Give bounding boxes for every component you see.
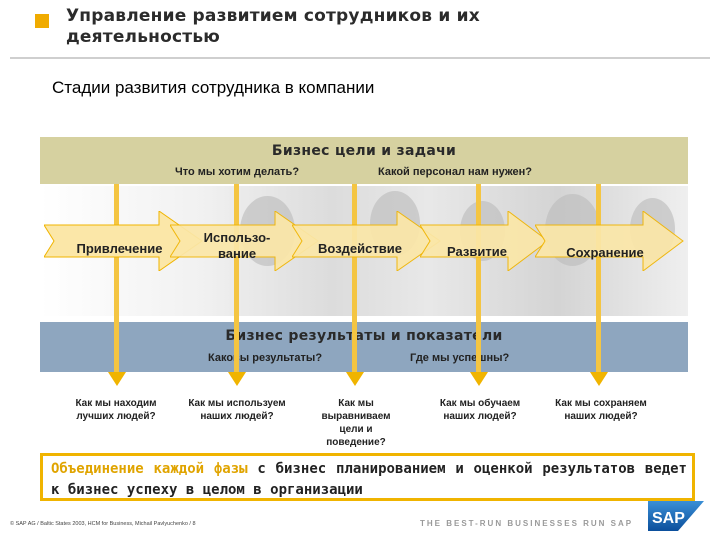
header: Управление развитием сотрудников и их де… (0, 0, 720, 56)
stage-arrow-usage (170, 211, 320, 271)
stage-question-usage: Как мы используем наших людей? (188, 398, 286, 422)
stage-question-attraction: Как мы находим лучших людей? (75, 398, 157, 422)
stage-label-usage: Использо- вание (203, 230, 271, 261)
business-results-band: Бизнес результаты и показатели Каковы ре… (40, 322, 688, 372)
stage-arrow-retention (535, 211, 685, 271)
slide-title: Управление развитием сотрудников и их де… (66, 6, 480, 47)
stage-question-development: Как мы обучаем наших людей? (439, 398, 521, 422)
stage-label-development: Развитие (447, 244, 507, 259)
stage-question-retention: Как мы сохраняем наших людей? (555, 398, 647, 422)
goals-band-title: Бизнес цели и задачи (271, 143, 457, 159)
business-goals-band: Бизнес цели и задачи Что мы хотим делать… (40, 137, 688, 184)
results-question-results: Каковы результаты? (208, 352, 323, 364)
conclusion-box: Объединение каждой фазы с бизнес планиро… (40, 453, 695, 501)
stage-label-retention: Сохранение (566, 245, 644, 260)
arrow-down-icon (590, 372, 608, 386)
stage-connector-bar (352, 184, 357, 372)
header-divider (10, 57, 710, 59)
footer-copyright: © SAP AG / Baltic States 2003, HCM for B… (10, 521, 196, 527)
stage-connector-bar (114, 184, 119, 372)
stage-arrow-development (420, 211, 550, 271)
sap-logo: SAP (648, 501, 704, 531)
stage-arrow-impact (292, 211, 442, 271)
arrow-down-icon (108, 372, 126, 386)
header-bullet-square (35, 14, 49, 28)
arrow-down-icon (346, 372, 364, 386)
conclusion-highlight: Объединение каждой фазы (51, 461, 248, 477)
results-band-title: Бизнес результаты и показатели (225, 328, 503, 344)
stage-question-impact: Как мы выравниваем цели и поведение? (321, 398, 391, 448)
stage-connector-bar (476, 184, 481, 372)
stage-connector-bar (596, 184, 601, 372)
results-question-success: Где мы успешны? (410, 352, 510, 364)
footer-tagline: THE BEST-RUN BUSINESSES RUN SAP (420, 519, 634, 528)
stage-connector-bar (234, 184, 239, 372)
stage-label-impact: Воздействие (318, 241, 402, 256)
conclusion-rest: с бизнес планированием и оценкой результ… (51, 461, 687, 498)
arrow-down-icon (228, 372, 246, 386)
stage-label-attraction: Привлечение (76, 241, 163, 256)
goals-question-who: Какой персонал нам нужен? (378, 166, 532, 178)
conclusion-text: Объединение каждой фазы с бизнес планиро… (51, 459, 687, 501)
arrow-down-icon (470, 372, 488, 386)
goals-question-what: Что мы хотим делать? (175, 166, 300, 178)
sap-logo-text: SAP (652, 510, 685, 527)
slide-subtitle: Стадии развития сотрудника в компании (52, 78, 375, 97)
stage-arrow-attraction (44, 211, 204, 271)
